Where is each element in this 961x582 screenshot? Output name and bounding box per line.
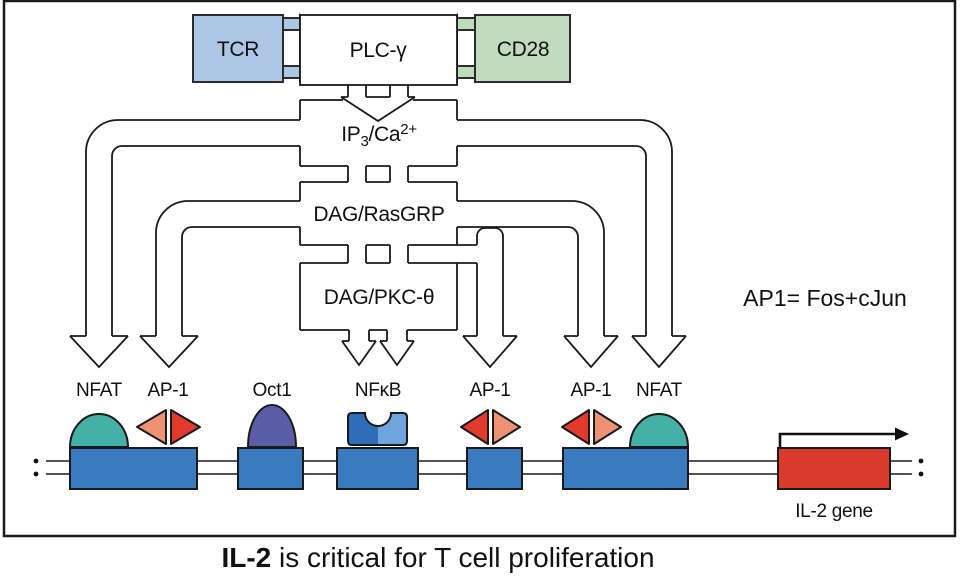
tcr-label: TCR bbox=[217, 38, 259, 61]
ip3-mid: /Ca bbox=[369, 123, 401, 146]
transcription-start-arrow bbox=[778, 427, 909, 447]
promoter-box bbox=[237, 447, 304, 490]
ap1-fos-half bbox=[136, 409, 167, 445]
tcr-notch-tab bbox=[282, 17, 301, 31]
tf-shape-ap1-left bbox=[136, 409, 201, 445]
promoter-box bbox=[562, 447, 689, 490]
pipe-ip3-to-nfat-left bbox=[69, 119, 300, 369]
promoter-box bbox=[69, 447, 198, 490]
tf-label-ap1-right: AP-1 bbox=[570, 380, 611, 401]
plc-box bbox=[299, 14, 458, 86]
dna-dot bbox=[33, 471, 39, 477]
diagram-border bbox=[2, 0, 957, 538]
caption: IL-2 is critical for T cell proliferatio… bbox=[221, 542, 654, 573]
ap1-jun-half bbox=[170, 409, 201, 445]
tcr-box bbox=[192, 14, 284, 83]
il2-gene-box bbox=[777, 447, 891, 490]
tf-label-oct1: Oct1 bbox=[253, 380, 292, 401]
dna-ellipsis-left bbox=[33, 458, 39, 477]
pipe-rasgrp-to-ap1-left bbox=[139, 200, 300, 369]
nfkb-outline bbox=[347, 412, 408, 446]
cd28-notch-tab bbox=[456, 17, 476, 31]
nfkb-notch bbox=[365, 400, 391, 426]
ap1-jun-half bbox=[561, 409, 590, 445]
tf-shape-nfat-left bbox=[69, 413, 129, 448]
arrow-plc-to-ip3 bbox=[340, 85, 416, 123]
caption-rest: is critical for T cell proliferation bbox=[271, 542, 654, 573]
dna-dot bbox=[918, 471, 924, 477]
il2-gene-label: IL-2 gene bbox=[795, 501, 873, 522]
tcr-notch-tab bbox=[282, 65, 301, 79]
tf-label-ap1-left: AP-1 bbox=[147, 380, 188, 401]
rasgrp-label: DAG/RasGRP bbox=[313, 203, 444, 226]
promoter-elements bbox=[69, 447, 689, 490]
ip3-box bbox=[299, 99, 458, 167]
tf-shape-oct1 bbox=[247, 404, 297, 448]
tf-shape-ap1-right bbox=[561, 409, 622, 445]
dna-ellipsis-right bbox=[918, 458, 924, 477]
pkc-box bbox=[299, 262, 477, 331]
pkc-label: DAG/PKC-θ bbox=[324, 286, 435, 309]
cd28-label: CD28 bbox=[497, 38, 550, 61]
tf-label-nfat-left: NFAT bbox=[76, 380, 123, 401]
tf-label-ap1-mid: AP-1 bbox=[469, 380, 510, 401]
ap1-jun-half bbox=[460, 409, 489, 445]
arrows-pkc-to-nfkb bbox=[341, 330, 415, 367]
dna-dot bbox=[33, 458, 39, 464]
connector-rasgrp-to-pkc bbox=[347, 245, 409, 263]
ip3-superscript: 2+ bbox=[400, 121, 417, 138]
caption-bold: IL-2 bbox=[221, 542, 271, 573]
tf-label-nfat-right: NFAT bbox=[636, 380, 683, 401]
pipe-rasgrp-to-ap1-mid bbox=[462, 227, 518, 369]
promoter-box bbox=[466, 447, 523, 490]
ap1-note: AP1= Fos+cJun bbox=[743, 285, 907, 311]
plc-label: PLC-γ bbox=[350, 39, 408, 62]
tf-label-nfkb: NFκB bbox=[355, 380, 401, 401]
cd28-notch-tab bbox=[456, 65, 476, 79]
pipe-rasgrp-to-ap1-right bbox=[457, 200, 619, 369]
ip3-base: IP bbox=[341, 123, 360, 146]
ip3-label: IP3/Ca2+ bbox=[341, 121, 417, 150]
cd28-box bbox=[474, 14, 571, 83]
ap1-fos-half bbox=[593, 409, 622, 445]
tf-shape-nfat-right bbox=[629, 413, 689, 448]
tf-shape-nfkb bbox=[347, 400, 408, 446]
rasgrp-box bbox=[299, 181, 477, 246]
arrowhead bbox=[895, 427, 909, 441]
connector-ip3-to-rasgrp bbox=[347, 166, 409, 182]
tf-shape-ap1-mid bbox=[460, 409, 521, 445]
ap1-fos-half bbox=[492, 409, 521, 445]
dna-dot bbox=[918, 458, 924, 464]
pipe-ip3-to-nfat-right bbox=[457, 119, 687, 369]
ip3-subscript: 3 bbox=[360, 133, 368, 150]
promoter-box bbox=[336, 447, 419, 490]
